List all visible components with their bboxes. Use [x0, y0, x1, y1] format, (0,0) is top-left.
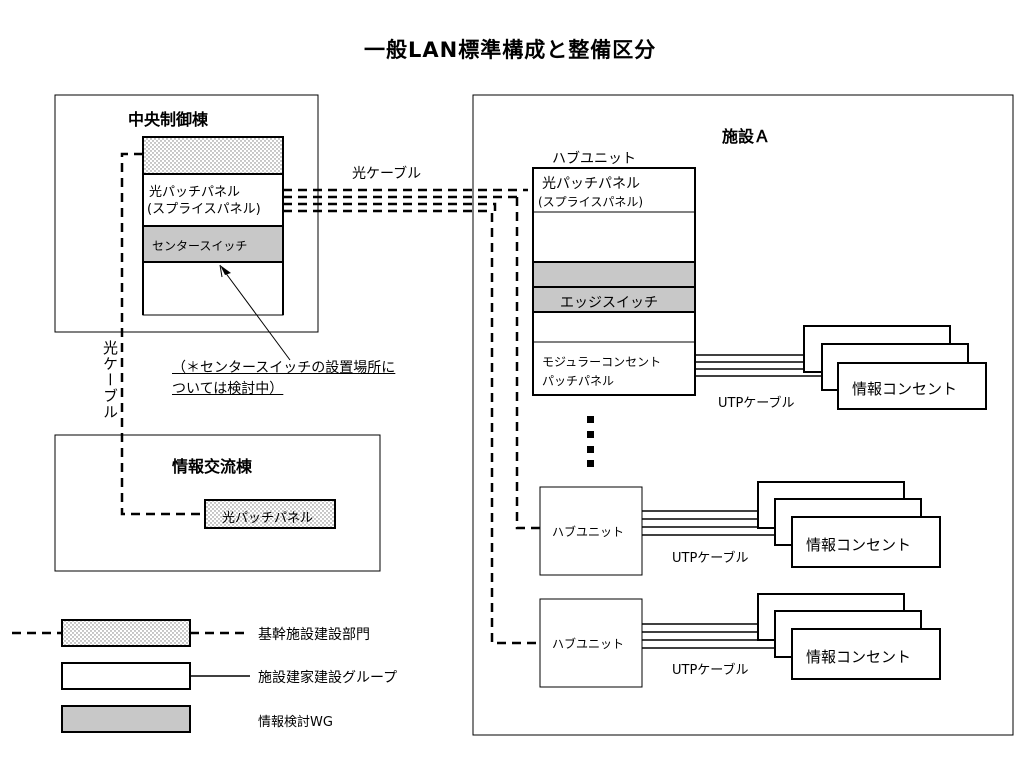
- outlet-box: [791, 516, 941, 568]
- modular-patch-label-2: パッチパネル: [542, 374, 615, 388]
- hub-unit-label: ハブユニット: [552, 637, 625, 651]
- exchange-patch-box: [204, 499, 336, 529]
- main-hub-patch-label-2: (スプライスパネル): [538, 195, 644, 209]
- legend-swatch-white: [61, 662, 191, 690]
- vertical-optical-cable: [120, 152, 205, 516]
- page-title: 一般LAN標準構成と整備区分: [364, 38, 657, 62]
- outlet-label: 情報コンセント: [806, 536, 912, 554]
- exchange-building-name: 情報交流棟: [172, 457, 253, 476]
- central-building-name: 中央制御棟: [128, 110, 209, 129]
- hub-unit-box: [539, 598, 643, 688]
- exchange-patch-label: 光パッチパネル: [222, 511, 314, 526]
- legend-swatch-gray: [61, 705, 191, 733]
- hub-unit-box: [539, 486, 643, 576]
- center-switch-note-2: ついては検討中）: [172, 381, 284, 397]
- central-patch-label-2: (スプライスパネル): [147, 202, 261, 217]
- outlet-box: [791, 628, 941, 680]
- optical-cable-vertical-label: 光ケーブル: [101, 340, 119, 420]
- facility-name: 施設Ａ: [722, 127, 771, 146]
- horizontal-optical-cable: [283, 188, 540, 645]
- outlet-label: 情報コンセント: [852, 380, 958, 398]
- modular-patch-label-1: モジュラーコンセント: [542, 355, 662, 369]
- central-patch-label-1: 光パッチパネル: [149, 185, 241, 200]
- ellipsis-dots: [587, 416, 594, 467]
- center-switch-note-1: （＊センタースイッチの設置場所に: [172, 360, 396, 376]
- note-arrow: [221, 267, 291, 361]
- center-switch-label: センタースイッチ: [152, 239, 248, 253]
- legend-label: 基幹施設建設部門: [258, 627, 370, 643]
- edge-switch-label: エッジスイッチ: [560, 295, 658, 311]
- edge-switch-box: [532, 286, 696, 313]
- utp-cable-label: UTPケーブル: [718, 396, 795, 411]
- gray-slot: [532, 261, 696, 288]
- optical-cable-label: 光ケーブル: [352, 166, 422, 182]
- legend-label: 施設建家建設グループ: [258, 670, 398, 686]
- hub-unit-label: ハブユニット: [552, 525, 625, 539]
- utp-cable-label: UTPケーブル: [672, 551, 749, 566]
- outlet-box: [837, 362, 987, 410]
- central-dotted-panel: [142, 136, 284, 175]
- facility-box: [472, 94, 1014, 736]
- legend: [12, 619, 250, 733]
- main-hub-patch-label-1: 光パッチパネル: [542, 176, 640, 192]
- legend-swatch-dotted: [61, 619, 191, 647]
- main-hub-label: ハブユニット: [552, 151, 636, 167]
- legend-label: 情報検討WG: [258, 715, 333, 730]
- utp-cable-label: UTPケーブル: [672, 663, 749, 678]
- outlet-label: 情報コンセント: [806, 648, 912, 666]
